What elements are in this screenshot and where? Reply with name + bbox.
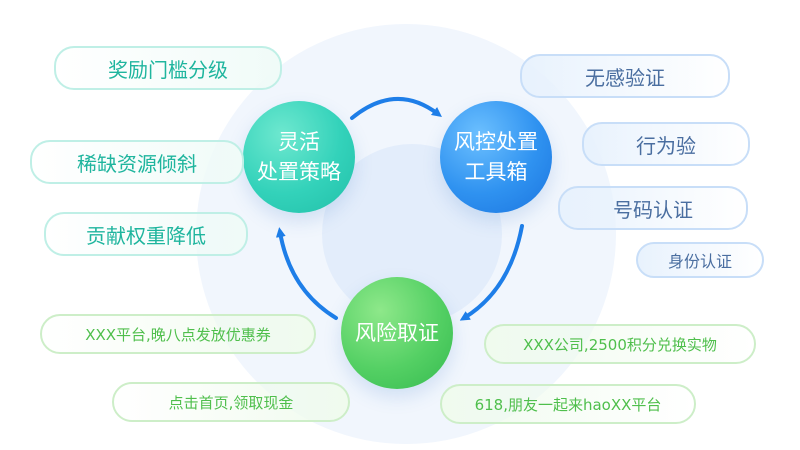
pill-label: 点击首页,领取现金 xyxy=(168,393,294,412)
pill-friends-scenario: 618,朋友一起来haoXX平台 xyxy=(440,384,696,424)
pill-label: 身份认证 xyxy=(667,252,732,271)
pill-points-exchange-scenario: XXX公司,2500积分兑换实物 xyxy=(484,324,756,364)
pill-identity-authentication: 身份认证 xyxy=(636,242,764,278)
arrow-toolbox-to-evidence xyxy=(459,224,524,321)
pill-label: XXX公司,2500积分兑换实物 xyxy=(523,335,717,354)
node-evidence-label: 风险取证 xyxy=(355,320,439,345)
pill-coupon-scenario: XXX平台,晚八点发放优惠券 xyxy=(40,314,316,354)
node-risk-evidence: 风险取证 xyxy=(341,277,453,389)
pill-label: 无感验证 xyxy=(585,65,665,90)
pill-contribution-weight: 贡献权重降低 xyxy=(44,212,248,256)
pill-cash-scenario: 点击首页,领取现金 xyxy=(112,382,350,422)
pill-label: 奖励门槛分级 xyxy=(108,57,228,82)
node-flexible-strategy: 灵活 处置策略 xyxy=(243,101,355,213)
pill-reward-threshold: 奖励门槛分级 xyxy=(54,46,282,90)
pill-label: 行为验 xyxy=(636,133,696,158)
arrow-strategy-to-toolbox xyxy=(350,96,442,120)
pill-label: 贡献权重降低 xyxy=(86,223,206,248)
pill-behavior-verification: 行为验 xyxy=(582,122,750,166)
pill-label: 稀缺资源倾斜 xyxy=(77,151,197,176)
node-toolbox-line2: 工具箱 xyxy=(464,160,528,184)
node-risk-toolbox: 风控处置 工具箱 xyxy=(440,101,552,213)
node-strategy-line2: 处置策略 xyxy=(257,160,341,184)
pill-label: 号码认证 xyxy=(613,197,693,222)
pill-seamless-verification: 无感验证 xyxy=(520,54,730,98)
node-toolbox-line1: 风控处置 xyxy=(454,129,538,154)
pill-label: 618,朋友一起来haoXX平台 xyxy=(474,395,662,414)
node-strategy-line1: 灵活 xyxy=(278,129,320,154)
arrow-evidence-to-strategy xyxy=(275,227,338,320)
pill-label: XXX平台,晚八点发放优惠券 xyxy=(85,325,271,344)
pill-scarce-resources: 稀缺资源倾斜 xyxy=(30,140,244,184)
pill-phone-authentication: 号码认证 xyxy=(558,186,748,230)
